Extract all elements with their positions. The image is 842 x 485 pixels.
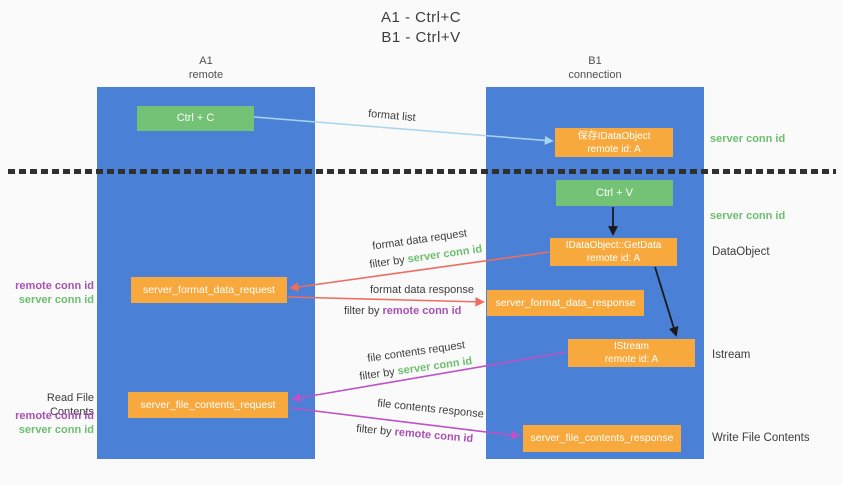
- label-remote-conn-id-left-top: remote conn id: [15, 280, 94, 292]
- dotted-separator-line: [8, 169, 836, 174]
- label-filter-remote-conn-id-1: filter by remote conn id: [344, 305, 461, 317]
- filter-prefix-1: filter by: [368, 253, 409, 271]
- node-server-file-contents-response: server_file_contents_response: [523, 425, 681, 452]
- node-server-file-contents-request: server_file_contents_request: [128, 392, 288, 418]
- filter-key-remote-2: remote conn id: [394, 426, 474, 446]
- node-idataobject-getdata: IDataObject::GetData remote id: A: [550, 238, 677, 266]
- node-ctrl-c-label: Ctrl + C: [176, 112, 215, 124]
- left-conn-id-group-top: remote conn id server conn id: [0, 279, 94, 307]
- node-save-idataobject-subtitle: remote id: A: [587, 143, 641, 155]
- filter-key-remote-1: remote conn id: [382, 305, 462, 317]
- arrow-format-data-response: [287, 296, 485, 307]
- node-file-response-label: server_file_contents_response: [530, 432, 674, 444]
- filter-prefix-2: filter by: [344, 305, 383, 317]
- title-line-2: B1 - Ctrl+V: [381, 29, 461, 46]
- node-ctrl-c: Ctrl + C: [137, 106, 254, 131]
- label-filter-remote-conn-id-2: filter by remote conn id: [356, 423, 474, 445]
- label-read-file-contents: Read File Contents: [46, 392, 94, 418]
- node-getdata-subtitle: remote id: A: [586, 253, 641, 264]
- node-istream-title: IStream: [613, 341, 649, 352]
- label-server-conn-id-right-mid: server conn id: [710, 210, 786, 222]
- node-ctrl-v: Ctrl + V: [556, 180, 673, 206]
- node-server-format-data-request: server_format_data_request: [131, 277, 287, 303]
- label-format-list: format list: [367, 107, 417, 125]
- node-getdata-title: IDataObject::GetData: [565, 240, 662, 251]
- filter-key-server-1: server conn id: [406, 243, 484, 266]
- label-file-contents-response: file contents response: [376, 397, 485, 421]
- title-line-1: A1 - Ctrl+C: [380, 9, 462, 26]
- node-istream-subtitle: remote id: A: [604, 354, 659, 365]
- label-remote-conn-id-left-bottom: remote conn id: [15, 410, 94, 422]
- label-server-conn-id-right-top: server conn id: [710, 133, 786, 145]
- node-server-format-data-response: server_format_data_response: [487, 290, 644, 316]
- node-save-idataobject-title: 保存IDataObject: [577, 130, 651, 142]
- filter-prefix-4: filter by: [355, 422, 396, 439]
- label-istream-side: Istream: [712, 349, 751, 361]
- node-format-response-label: server_format_data_response: [495, 296, 636, 309]
- lane-b1-name: B1: [588, 55, 602, 67]
- node-format-request-label: server_format_data_request: [143, 283, 275, 296]
- lane-header-a1: A1 remote: [97, 54, 315, 82]
- lane-b1-subtitle: connection: [568, 69, 622, 81]
- label-server-conn-id-left-bottom: server conn id: [18, 424, 94, 436]
- label-format-data-response: format data response: [370, 284, 474, 296]
- lane-header-b1: B1 connection: [486, 54, 704, 82]
- lane-a1-name: A1: [199, 55, 213, 67]
- label-dataobject: DataObject: [712, 246, 770, 258]
- node-save-idataobject: 保存IDataObject remote id: A: [555, 128, 673, 157]
- label-server-conn-id-left-top: server conn id: [18, 294, 94, 306]
- left-conn-id-group-bottom: remote conn id server conn id: [0, 409, 94, 437]
- node-istream: IStream remote id: A: [568, 339, 695, 367]
- filter-prefix-3: filter by: [358, 365, 399, 383]
- label-write-file-contents: Write File Contents: [712, 432, 810, 444]
- lane-a1-subtitle: remote: [188, 69, 224, 81]
- diagram-title: A1 - Ctrl+C B1 - Ctrl+V: [0, 8, 842, 48]
- node-ctrl-v-label: Ctrl + V: [596, 186, 633, 199]
- node-file-request-label: server_file_contents_request: [140, 398, 276, 411]
